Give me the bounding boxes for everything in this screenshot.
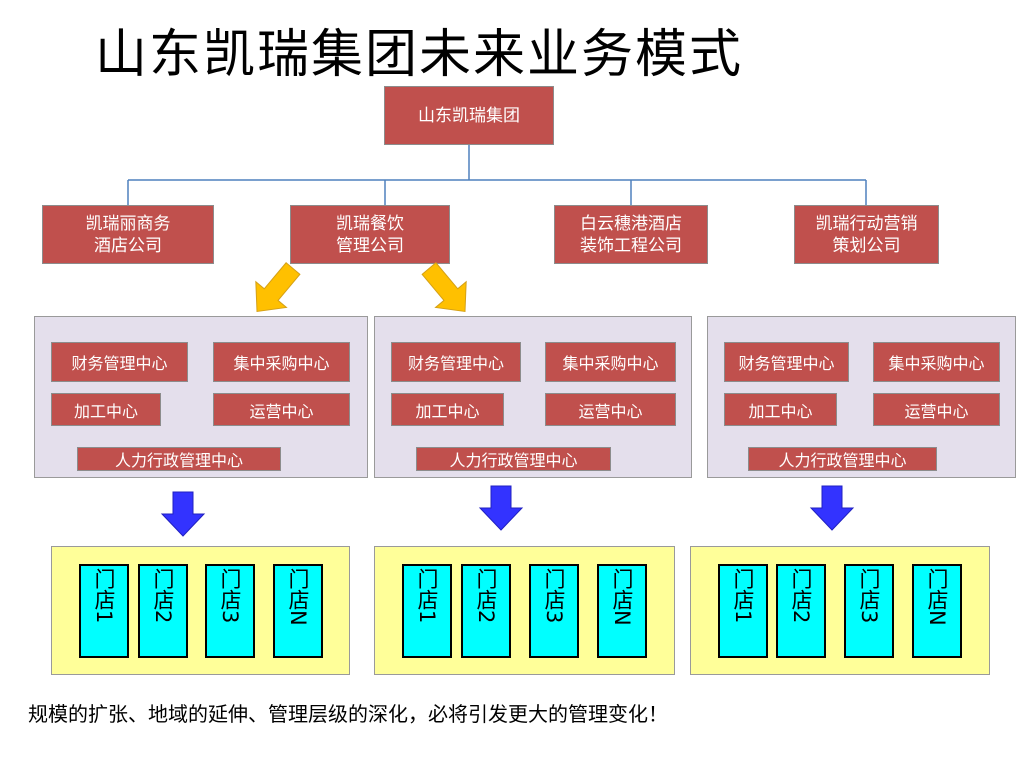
hr-admin-center: 人力行政管理中心	[748, 447, 937, 471]
purchasing-center: 集中采购中心	[545, 342, 676, 382]
store-box: 门店N	[273, 564, 323, 658]
finance-center: 财务管理中心	[391, 342, 521, 382]
page-title: 山东凯瑞集团未来业务模式	[95, 25, 744, 85]
company-box-catering: 凯瑞餐饮 管理公司	[290, 205, 450, 264]
purchasing-center: 集中采购中心	[213, 342, 350, 382]
hr-admin-center: 人力行政管理中心	[77, 447, 281, 471]
store-box: 门店1	[402, 564, 452, 658]
store-group-1: 门店1 门店2 门店3 门店N	[51, 546, 350, 675]
operations-center: 运营中心	[545, 393, 676, 426]
store-box: 门店1	[79, 564, 129, 658]
company-box-decoration: 白云穗港酒店 装饰工程公司	[554, 205, 708, 264]
management-center-panel-3: 财务管理中心 集中采购中心 加工中心 运营中心 人力行政管理中心	[707, 316, 1016, 478]
blue-down-arrow-icon	[478, 485, 524, 531]
management-center-panel-1: 财务管理中心 集中采购中心 加工中心 运营中心 人力行政管理中心	[34, 316, 368, 478]
processing-center: 加工中心	[724, 393, 837, 426]
management-center-panel-2: 财务管理中心 集中采购中心 加工中心 运营中心 人力行政管理中心	[374, 316, 692, 478]
store-box: 门店2	[776, 564, 826, 658]
store-box: 门店N	[597, 564, 647, 658]
company-box-marketing: 凯瑞行动营销 策划公司	[794, 205, 939, 264]
hr-admin-center: 人力行政管理中心	[416, 447, 611, 471]
footer-note: 规模的扩张、地域的延伸、管理层级的深化，必将引发更大的管理变化！	[28, 702, 668, 726]
root-company-box: 山东凯瑞集团	[384, 86, 554, 145]
store-group-3: 门店1 门店2 门店3 门店N	[690, 546, 990, 675]
operations-center: 运营中心	[213, 393, 350, 426]
blue-down-arrow-icon	[809, 485, 855, 531]
yellow-arrow-right-icon	[421, 262, 467, 313]
store-box: 门店2	[461, 564, 511, 658]
store-box: 门店1	[718, 564, 768, 658]
processing-center: 加工中心	[51, 393, 161, 426]
store-box: 门店N	[912, 564, 962, 658]
store-box: 门店3	[205, 564, 255, 658]
store-box: 门店3	[844, 564, 894, 658]
blue-down-arrow-icon	[160, 491, 206, 537]
processing-center: 加工中心	[391, 393, 504, 426]
finance-center: 财务管理中心	[724, 342, 849, 382]
store-group-2: 门店1 门店2 门店3 门店N	[374, 546, 675, 675]
finance-center: 财务管理中心	[51, 342, 188, 382]
yellow-arrow-left-icon	[255, 262, 301, 313]
operations-center: 运营中心	[873, 393, 1000, 426]
store-box: 门店3	[529, 564, 579, 658]
company-box-business-hotel: 凯瑞丽商务 酒店公司	[42, 205, 214, 264]
purchasing-center: 集中采购中心	[873, 342, 1000, 382]
store-box: 门店2	[138, 564, 188, 658]
